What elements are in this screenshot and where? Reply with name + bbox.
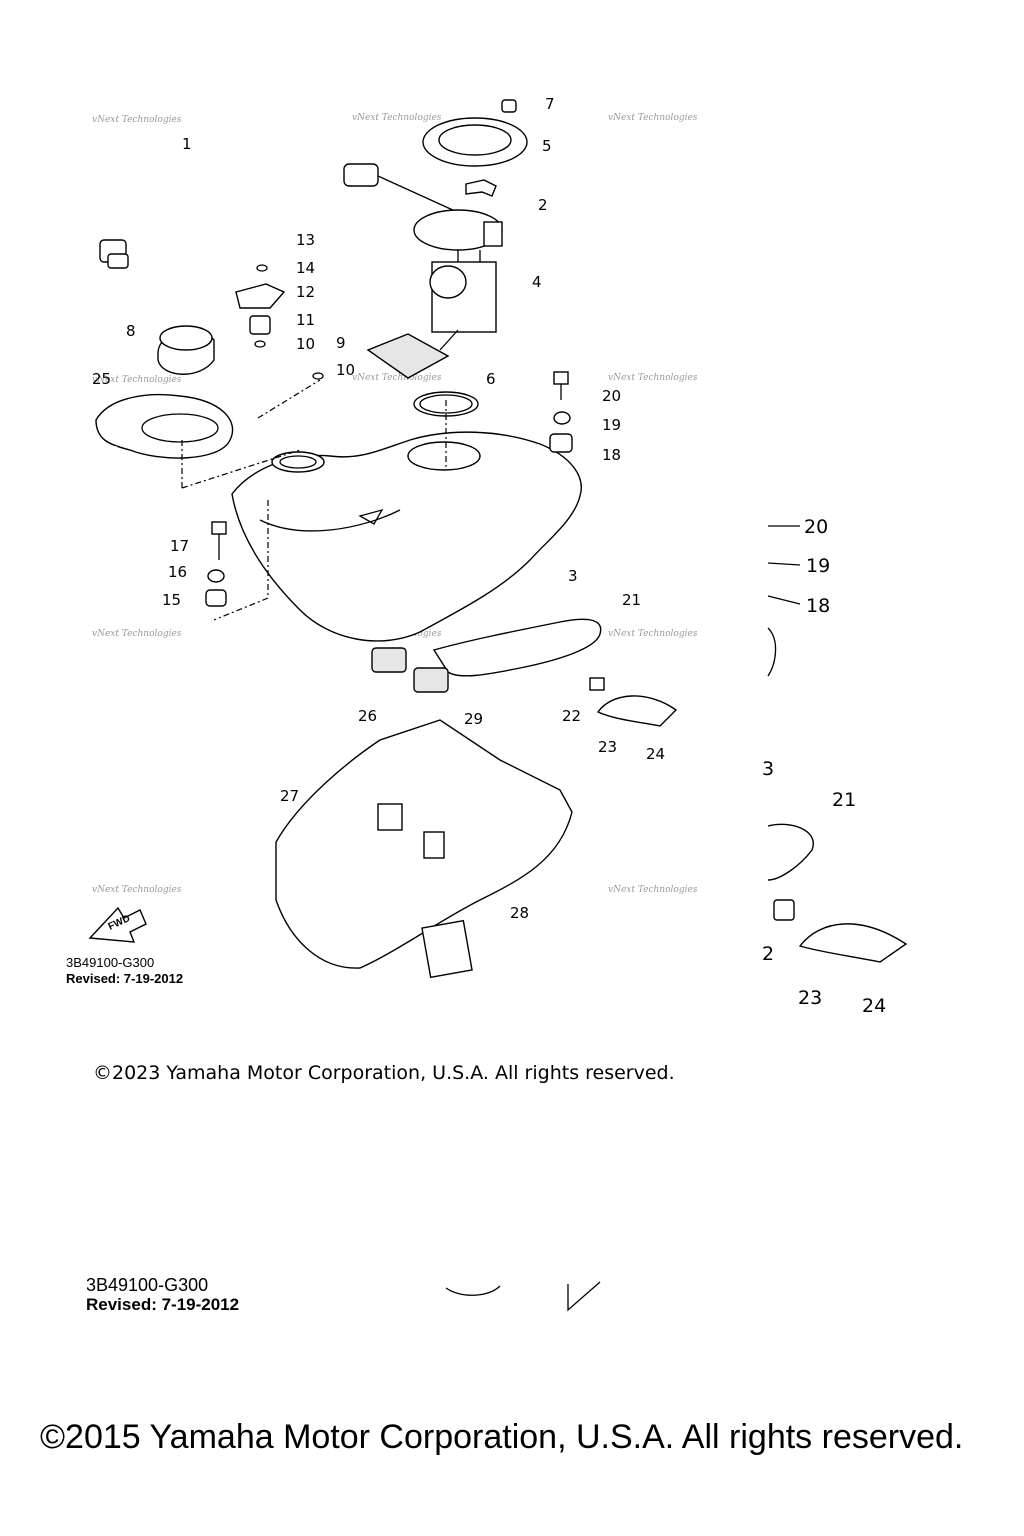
watermark: vNext Technologies [352,113,442,123]
diagram-code-duplicate: 3B49100-G300 [86,1275,209,1295]
hose-clip [465,179,497,197]
callout-29: 29 [464,710,483,728]
callout-28: 28 [510,904,529,922]
callout-12: 12 [296,283,315,301]
copyright-2023: ©2023 Yamaha Motor Corporation, U.S.A. A… [93,1062,675,1084]
callout-19: 19 [602,416,621,434]
callout-27: 27 [280,787,299,805]
callout-8: 8 [126,322,136,340]
callout-14: 14 [296,259,315,277]
protector [596,695,678,727]
pad [423,831,445,859]
revised-date-duplicate: Revised: 7-19-2012 [86,1295,240,1314]
callout-13: 13 [296,231,315,249]
bolt [589,677,605,691]
callout-6: 6 [486,370,496,388]
revised-date: Revised: 7-19-2012 [66,971,184,986]
fuel-tank [231,431,582,642]
callout-16: 16 [168,563,187,581]
watermark: vNext Technologies [608,629,698,639]
watermark: vNext Technologies [92,885,182,895]
watermark: vNext Technologies [608,113,698,123]
callout-22: 22 [562,707,581,725]
callout-5: 5 [542,137,552,155]
watermark: vNext Technologies [92,629,182,639]
zoom-callout-3: 3 [762,758,774,780]
zoom-callout-18: 18 [806,595,830,617]
callout-23: 23 [598,738,617,756]
diagram-code: 3B49100-G300 [66,955,155,970]
mount-hardware-right [549,371,573,453]
fuel-pump [366,209,503,379]
fuel-cap [157,325,215,375]
callout-15: 15 [162,591,181,609]
callout-17: 17 [170,537,189,555]
fwd-arrow: FWD [88,906,147,943]
zoom-callout-24: 24 [862,995,886,1017]
callout-4: 4 [532,273,542,291]
zoom-callout-23: 23 [798,987,822,1009]
callout-24: 24 [646,745,665,763]
callout-7: 7 [545,95,555,113]
callout-9: 9 [336,334,346,352]
callout-10: 10 [296,335,315,353]
pad [377,803,403,831]
zoom-callout-21: 21 [832,789,856,811]
nut [501,99,517,113]
watermark: vNext Technologies [92,375,182,385]
tank-cover [432,618,602,677]
vent-assembly [220,244,324,380]
damper [413,667,449,693]
watermark: vNext Technologies [608,373,698,383]
fuel-pump-plate [422,117,528,167]
watermark: vNext Technologies [608,885,698,895]
watermark: vNext Technologies [352,373,442,383]
callout-20: 20 [602,387,621,405]
callouts: 1 2 3 4 5 6 7 8 9 10 10 11 12 13 14 15 1… [92,95,886,1017]
callout-2: 2 [538,196,548,214]
callout-26: 26 [358,707,377,725]
watermark: vNext Technologies [92,115,182,125]
callout-18: 18 [602,446,621,464]
damper [371,647,407,673]
zoom-callout-19: 19 [806,555,830,577]
callout-3: 3 [568,567,578,585]
breather-hose [99,163,489,269]
mount-hardware-left [205,521,227,607]
zoom-fragment [767,525,908,963]
callout-11: 11 [296,311,315,329]
label-plate [421,919,473,979]
callout-25: 25 [92,370,111,388]
callout-1: 1 [182,135,192,153]
copyright-2015: ©2015 Yamaha Motor Corporation, U.S.A. A… [40,1418,964,1456]
zoom-callout-20: 20 [804,516,828,538]
filler-tray [95,393,234,605]
callout-21: 21 [622,591,641,609]
zoom-callout-22: 2 [762,943,774,965]
callout-10b: 10 [336,361,355,379]
